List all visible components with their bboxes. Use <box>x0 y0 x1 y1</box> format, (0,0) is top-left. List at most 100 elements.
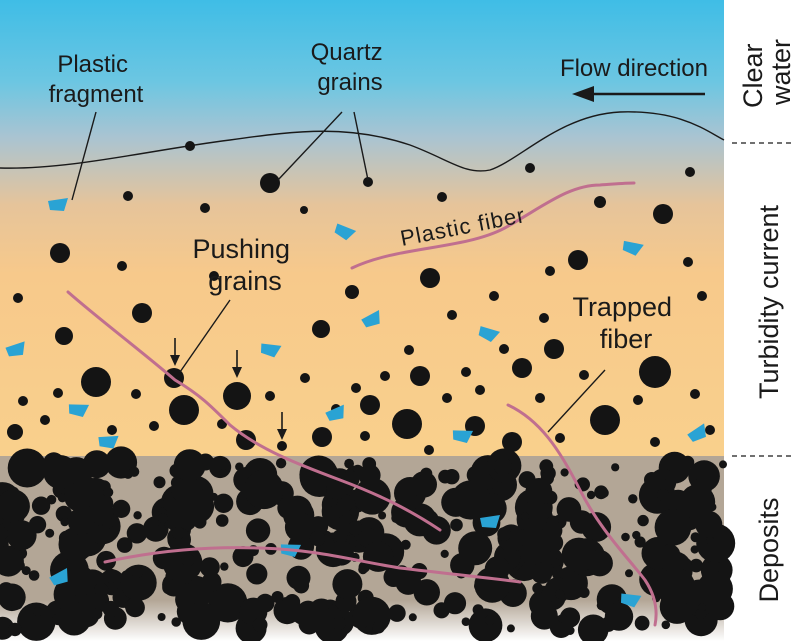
deposit-grain <box>342 471 360 489</box>
deposit-grain <box>298 613 320 635</box>
quartz-grain <box>697 291 707 301</box>
deposit-grain <box>171 617 181 627</box>
deposit-grain <box>131 566 143 579</box>
quartz-grain <box>590 405 620 435</box>
deposit-grain <box>697 603 706 612</box>
deposit-grain <box>689 558 703 573</box>
flow-direction-label: Flow direction <box>560 55 708 82</box>
quartz-grain <box>300 373 310 383</box>
quartz-grain <box>683 257 693 267</box>
zone-clear-water: Clear water <box>738 36 792 108</box>
plastic-fragment <box>361 310 380 328</box>
deposit-grain <box>549 615 573 638</box>
deposit-grain <box>654 509 692 546</box>
deposit-grain <box>71 532 96 558</box>
deposit-grain <box>102 600 120 618</box>
quartz-grain <box>545 266 555 276</box>
deposit-grain <box>326 477 348 500</box>
deposit-grain <box>112 499 131 518</box>
clear-water-boundary <box>0 111 725 172</box>
quartz-grain <box>360 431 370 441</box>
deposit-grain <box>440 549 449 559</box>
quartz-grain <box>345 285 359 299</box>
deposit-grain <box>46 494 57 505</box>
deposit-grain <box>43 455 78 489</box>
quartz-grain <box>653 204 673 224</box>
deposit-grain <box>637 514 649 527</box>
deposit-grain <box>246 563 268 585</box>
deposit-grain <box>245 518 271 543</box>
quartz-grain <box>131 389 141 399</box>
deposit-grain <box>309 530 326 547</box>
deposit-grain <box>560 468 569 477</box>
deposit-grain <box>157 513 169 524</box>
deposit-grain <box>578 587 590 598</box>
deposit-grain <box>94 582 109 597</box>
deposit-grain <box>7 448 47 488</box>
quartz-grain <box>502 432 522 452</box>
quartz-grain <box>209 271 219 281</box>
deposit-grain <box>116 537 133 553</box>
deposit-grain <box>91 608 103 620</box>
pushing-fiber <box>66 290 442 532</box>
deposit-grain <box>451 480 491 520</box>
quartz-grain <box>512 358 532 378</box>
deposit-grain <box>695 608 707 620</box>
deposit-grain <box>173 449 206 482</box>
quartz-grain <box>392 409 422 439</box>
deposit-grain <box>485 614 496 626</box>
quartz-grain <box>223 382 251 410</box>
deposit-grain <box>621 532 630 542</box>
deposit-grain <box>252 617 268 633</box>
deposit-grain <box>220 562 229 571</box>
quartz-grain <box>555 433 565 443</box>
deposit-grain <box>125 597 145 618</box>
quartz-grain <box>117 261 127 271</box>
deposit-grain <box>275 458 287 469</box>
deposit-grain <box>199 557 220 578</box>
quartz-grain <box>539 313 549 323</box>
quartz-grain <box>351 383 361 393</box>
deposit-grain <box>634 536 646 548</box>
deposit-grain <box>103 568 118 583</box>
deposit-grain <box>348 520 363 536</box>
plastic-fragment <box>687 423 706 442</box>
deposit-grain <box>80 477 111 508</box>
deposit-grain <box>0 489 30 523</box>
deposit-grain <box>461 617 471 626</box>
plastic-fragment <box>98 435 119 449</box>
quartz-grain <box>705 425 715 435</box>
deposit-grain <box>0 526 9 540</box>
quartz-grain <box>53 388 63 398</box>
quartz-grain <box>447 310 457 320</box>
deposit-grain <box>182 602 221 640</box>
quartz-grains-label: Quartz grains <box>311 39 390 96</box>
deposit-grain <box>0 545 24 577</box>
deposit-grain <box>719 460 727 469</box>
deposit-grain <box>344 458 354 469</box>
quartz-grain <box>410 366 430 386</box>
deposit-grain <box>63 565 95 597</box>
quartz-grain <box>277 441 287 451</box>
plastic-fragment <box>620 593 642 608</box>
deposit-grain <box>60 517 69 527</box>
quartz-grain <box>312 427 332 447</box>
deposit-grain <box>411 478 430 497</box>
deposit-grain <box>55 505 73 523</box>
quartz-grain <box>50 243 70 263</box>
quartz-grain <box>420 268 440 288</box>
quartz-grain <box>461 367 471 377</box>
deposit-grain <box>433 602 450 619</box>
deposit-grain <box>332 616 346 630</box>
deposit-grain <box>656 567 696 607</box>
deposit-grain <box>611 463 620 472</box>
quartz-grain <box>633 395 643 405</box>
deposit-grain <box>372 621 385 634</box>
deposit-grain <box>555 589 565 599</box>
deposit-grain <box>8 622 22 637</box>
deposit-grain <box>634 615 650 631</box>
deposit-grain <box>695 510 723 538</box>
quartz-grain <box>380 371 390 381</box>
deposit-grain <box>57 601 91 636</box>
